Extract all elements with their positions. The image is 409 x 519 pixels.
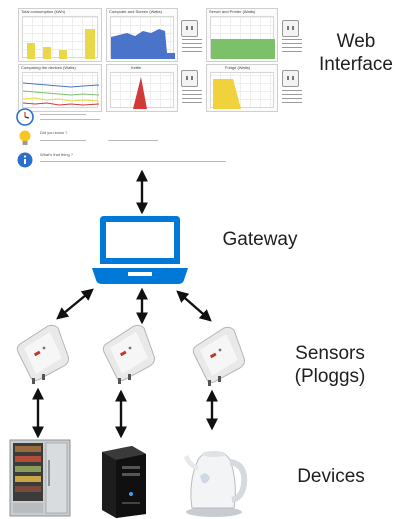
label-line: Interface xyxy=(319,54,393,75)
panel-title: Kettle xyxy=(131,65,142,70)
stats-block xyxy=(182,39,202,53)
plogg-sensor-icon xyxy=(192,326,245,386)
label-sensors: Sensors (Ploggs) xyxy=(280,342,380,388)
tip-text-line xyxy=(40,140,86,141)
label-gateway: Gateway xyxy=(222,229,298,250)
chart-panel-kettle: Kettle xyxy=(106,64,178,112)
lightbulb-icon xyxy=(19,130,31,145)
panel-title: Server and Printer (Watts) xyxy=(209,9,256,14)
clock-icon xyxy=(16,108,34,126)
kettle-spike xyxy=(133,77,147,109)
plot-area xyxy=(22,16,98,59)
label-line: (Ploggs) xyxy=(294,366,366,387)
kettle-icon xyxy=(183,451,248,517)
label-line: Sensors xyxy=(295,343,365,364)
chart-panel-computer-screen: Computer and Screen (Watts) xyxy=(106,8,178,62)
plug-socket-icon xyxy=(181,70,198,87)
computer-tower-icon xyxy=(102,446,146,518)
stats-block xyxy=(182,90,202,104)
label-line: Web xyxy=(336,31,376,52)
plogg-sensor-icon xyxy=(102,324,155,384)
total-consumption-bars xyxy=(27,29,95,59)
plot-area xyxy=(110,16,175,59)
server-printer-area xyxy=(211,39,275,59)
fridge-area xyxy=(213,79,241,109)
chart-panel-total-consumption: Total consumption (kWh) xyxy=(18,8,102,62)
tip-text-line xyxy=(40,161,226,162)
arrow-gateway-sensor-right xyxy=(176,290,212,322)
laptop-icon xyxy=(92,216,188,284)
chart-panel-fridge: Fridge (Watts) xyxy=(206,64,278,112)
stats-block xyxy=(282,39,302,53)
plot-area xyxy=(110,72,174,109)
comparing-devices-lines xyxy=(22,82,100,106)
chart-panel-comparing-devices: Comparing the devices (Watts) xyxy=(18,64,102,112)
tip-heading: Did you know ? xyxy=(40,130,68,135)
plot-area xyxy=(210,72,274,109)
label-devices: Devices xyxy=(297,466,365,487)
label-web-interface: Web Interface xyxy=(306,30,406,76)
plot-area xyxy=(210,16,275,59)
computer-screen-area xyxy=(111,29,175,59)
tip-heading: What's that thing ? xyxy=(40,152,74,157)
info-icon xyxy=(17,152,33,168)
tip-text-line xyxy=(40,114,86,115)
tip-text-line xyxy=(108,140,158,141)
tip-text-line xyxy=(40,119,100,120)
plot-area xyxy=(22,72,100,108)
plug-socket-icon xyxy=(282,70,299,87)
stats-block xyxy=(282,90,302,104)
panel-title: Fridge (Watts) xyxy=(225,65,251,70)
panel-title: Total consumption (kWh) xyxy=(21,9,66,14)
chart-panel-server-printer: Server and Printer (Watts) xyxy=(206,8,278,62)
panel-title: Comparing the devices (Watts) xyxy=(21,65,76,70)
plogg-sensor-icon xyxy=(16,324,69,384)
panel-title: Computer and Screen (Watts) xyxy=(109,9,162,14)
arrow-gateway-sensor-left xyxy=(56,288,94,320)
plug-socket-icon xyxy=(181,20,198,37)
web-interface-screenshot: Total consumption (kWh) Computer and Scr… xyxy=(6,6,318,168)
plug-socket-icon xyxy=(282,20,299,37)
fridge-icon xyxy=(9,439,71,517)
